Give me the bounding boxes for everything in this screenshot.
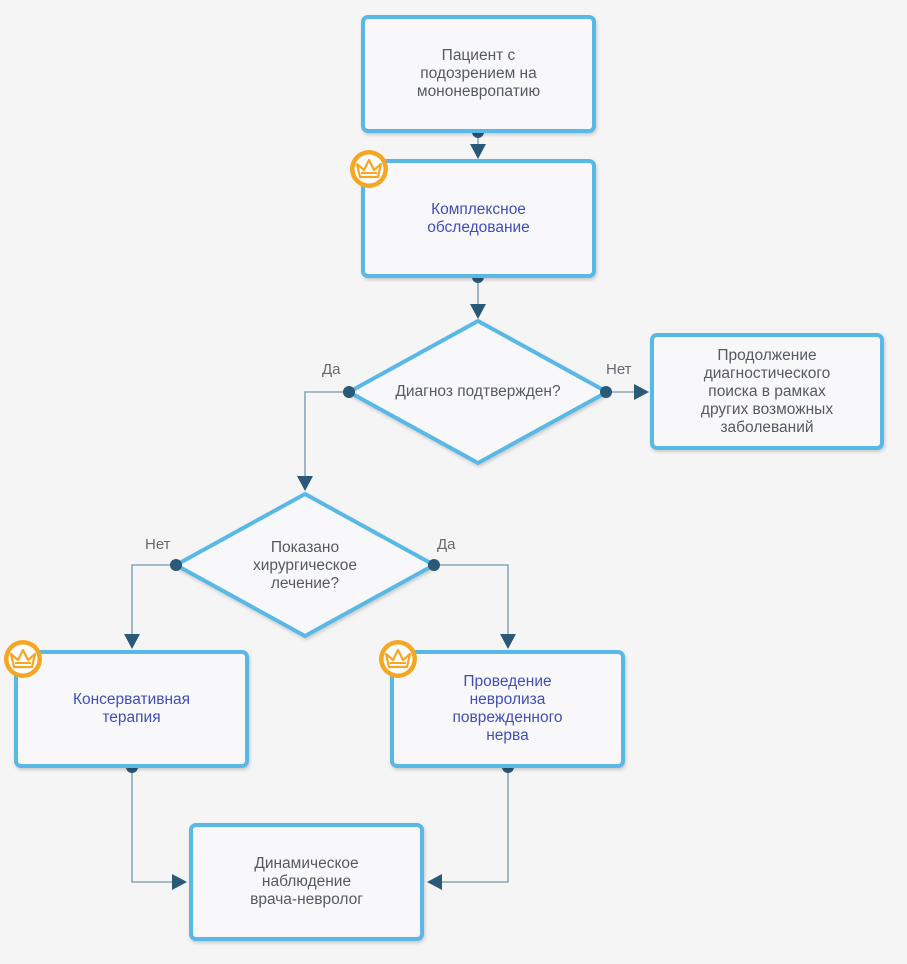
edge-label-surgery-no: Нет <box>145 536 171 553</box>
port-surgery-right <box>428 559 440 571</box>
crown-badge-icon <box>4 640 42 678</box>
node-comprehensive-exam-text: Комплексное обследование <box>427 200 530 236</box>
arrowhead-exam-diag <box>470 304 486 319</box>
arrowhead-to-followup-left <box>172 874 187 890</box>
decision-surgery-indicated-text: Показано хирургическое лечение? <box>252 539 357 592</box>
arrowhead-to-followup-right <box>427 874 442 890</box>
connector-surgery-yes <box>434 564 509 640</box>
arrowhead-diag-no <box>634 384 649 400</box>
decision-diagnosis-confirmed-text: Диагноз подтвержден? <box>395 383 561 400</box>
connector-diag-yes <box>304 391 349 482</box>
node-comprehensive-exam[interactable]: Комплексное обследование <box>361 159 596 278</box>
arrowhead-start-exam <box>470 144 486 159</box>
node-neurolysis-text: Проведение невролиза поврежденного нерва <box>452 673 563 744</box>
node-neurolysis[interactable]: Проведение невролиза поврежденного нерва <box>390 650 625 768</box>
decision-diagnosis-confirmed[interactable] <box>347 319 609 465</box>
port-diag-left <box>343 386 355 398</box>
edge-label-diag-yes: Да <box>322 361 341 378</box>
arrowhead-surgery-yes <box>500 634 516 649</box>
node-continue-search[interactable]: Продолжение диагностического поиска в ра… <box>650 333 884 450</box>
edge-label-diag-no: Нет <box>606 361 632 378</box>
port-surgery-left <box>170 559 182 571</box>
node-patient-suspected-text: Пациент с подозрением на мононевропатию <box>416 47 541 100</box>
connector-conservative-followup <box>131 767 177 883</box>
connector-neurolysis-followup <box>438 767 509 883</box>
node-patient-suspected[interactable]: Пациент с подозрением на мононевропатию <box>361 15 596 133</box>
node-followup[interactable]: Динамическое наблюдение врача-невролог <box>189 823 424 941</box>
edge-label-surgery-yes: Да <box>437 536 456 553</box>
node-continue-search-text: Продолжение диагностического поиска в ра… <box>700 346 834 436</box>
connector-surgery-no <box>131 564 176 640</box>
crown-badge-icon <box>379 640 417 678</box>
arrowhead-diag-yes <box>297 476 313 491</box>
node-conservative-therapy-text: Консервативная терапия <box>72 691 191 726</box>
arrowhead-surgery-no <box>124 634 140 649</box>
node-conservative-therapy[interactable]: Консервативная терапия <box>14 650 249 768</box>
decision-surgery-indicated[interactable] <box>174 492 436 638</box>
node-followup-text: Динамическое наблюдение врача-невролог <box>250 855 363 908</box>
port-diag-right <box>600 386 612 398</box>
crown-badge-icon <box>350 150 388 188</box>
